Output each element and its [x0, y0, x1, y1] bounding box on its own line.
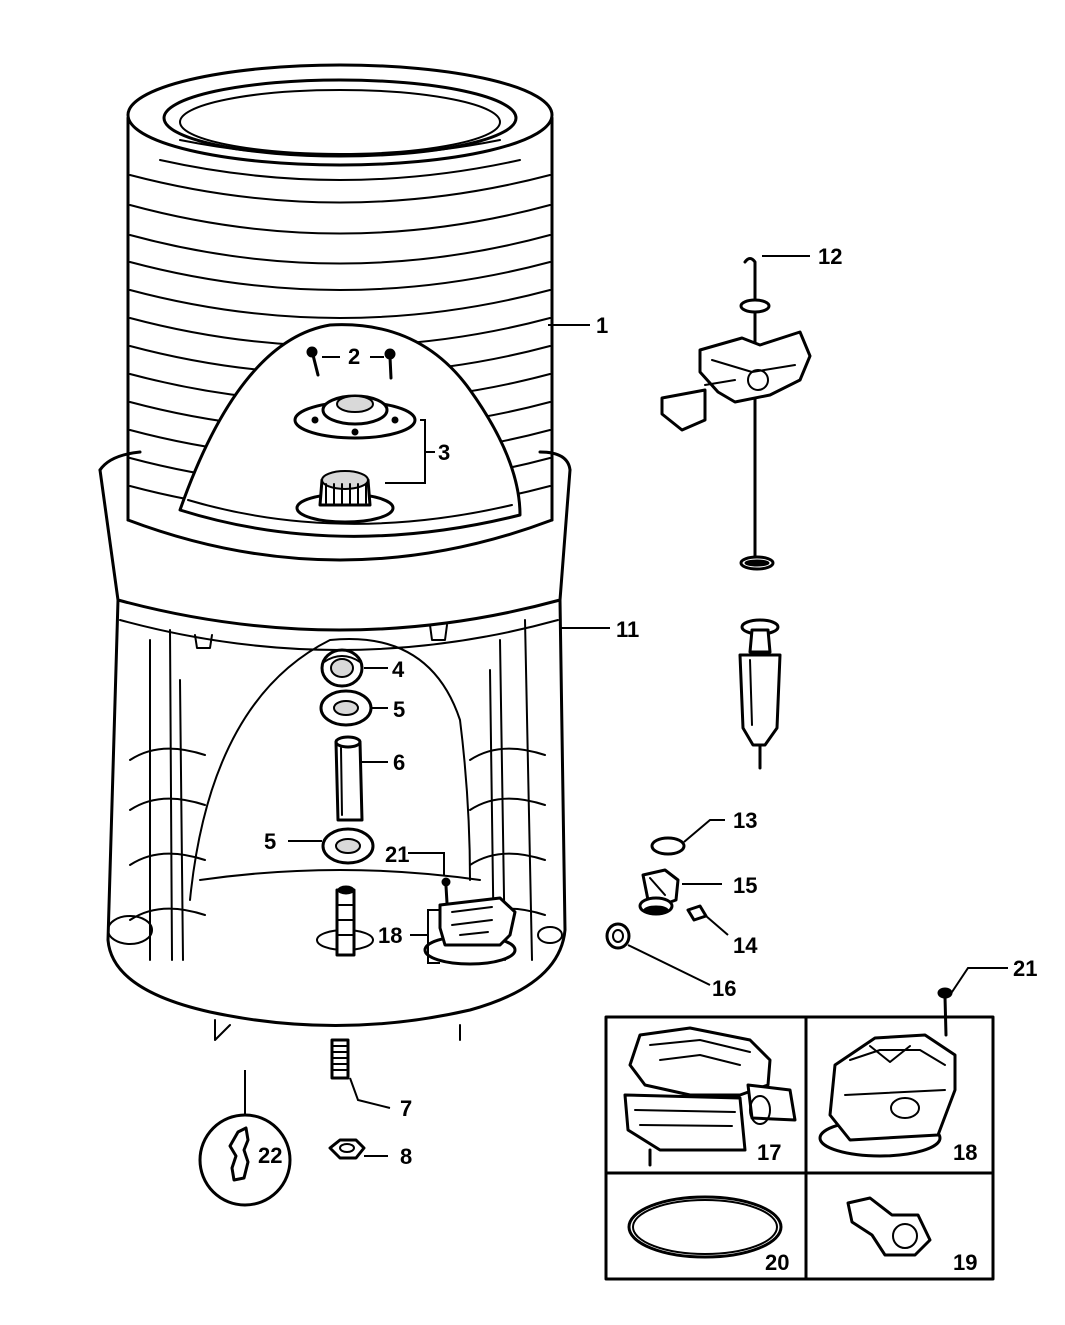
callout-21-tub: 21	[385, 842, 409, 867]
callout-11: 11	[616, 617, 639, 642]
upper-bearing-part	[319, 689, 373, 727]
drive-gear-part	[295, 470, 395, 524]
callout-15: 15	[733, 873, 757, 898]
callout-19: 19	[953, 1250, 977, 1275]
complete-pump-assembly-part	[623, 1026, 797, 1167]
pump-assembly-in-tub	[423, 896, 517, 966]
callout-14: 14	[733, 933, 758, 958]
adapter-part	[846, 1196, 932, 1257]
callout-8: 8	[400, 1144, 412, 1169]
callout-22: 22	[258, 1143, 282, 1168]
callout-labels: 1 2 3 4 5 6 5 21 18 11 7 8 22 12 13 15 1…	[258, 244, 1037, 1275]
screw-pair-part	[306, 346, 396, 380]
o-ring-part	[650, 836, 686, 856]
callout-1: 1	[596, 313, 608, 338]
small-clip-part	[686, 904, 708, 922]
tub-seal-part	[320, 648, 364, 688]
clip-detail-part	[198, 1070, 292, 1207]
callout-4: 4	[392, 657, 405, 682]
callout-16: 16	[712, 976, 736, 1001]
hub-flange-part	[293, 394, 417, 440]
callout-13: 13	[733, 808, 757, 833]
pump-screw-part-small	[441, 877, 451, 905]
callout-12: 12	[818, 244, 842, 269]
callout-20: 20	[765, 1250, 789, 1275]
kit-panel-grid	[604, 1015, 995, 1281]
lower-bearing-part	[321, 827, 375, 865]
hose-clamp-part	[605, 922, 631, 950]
pump-screw-part-large	[937, 987, 953, 1037]
callout-21-right: 21	[1013, 956, 1037, 981]
callout-18-tub: 18	[378, 923, 402, 948]
callout-17: 17	[757, 1140, 781, 1165]
water-level-sensor-part	[660, 257, 812, 770]
mounting-stud-part	[330, 1038, 350, 1080]
gasket-ring-part	[627, 1195, 783, 1259]
callout-18-panel: 18	[953, 1140, 977, 1165]
callout-2: 2	[348, 344, 360, 369]
callout-6: 6	[393, 750, 405, 775]
hex-nut-part	[328, 1138, 366, 1160]
callout-7: 7	[400, 1096, 412, 1121]
leader-lines	[288, 255, 1008, 1157]
valve-part	[638, 868, 680, 916]
pump-top-assembly-part	[818, 1033, 957, 1158]
callout-3: 3	[438, 440, 450, 465]
callout-5-upper: 5	[393, 697, 405, 722]
callout-5-lower: 5	[264, 829, 276, 854]
spacer-tube-part	[334, 735, 364, 822]
drive-shaft	[316, 885, 374, 957]
